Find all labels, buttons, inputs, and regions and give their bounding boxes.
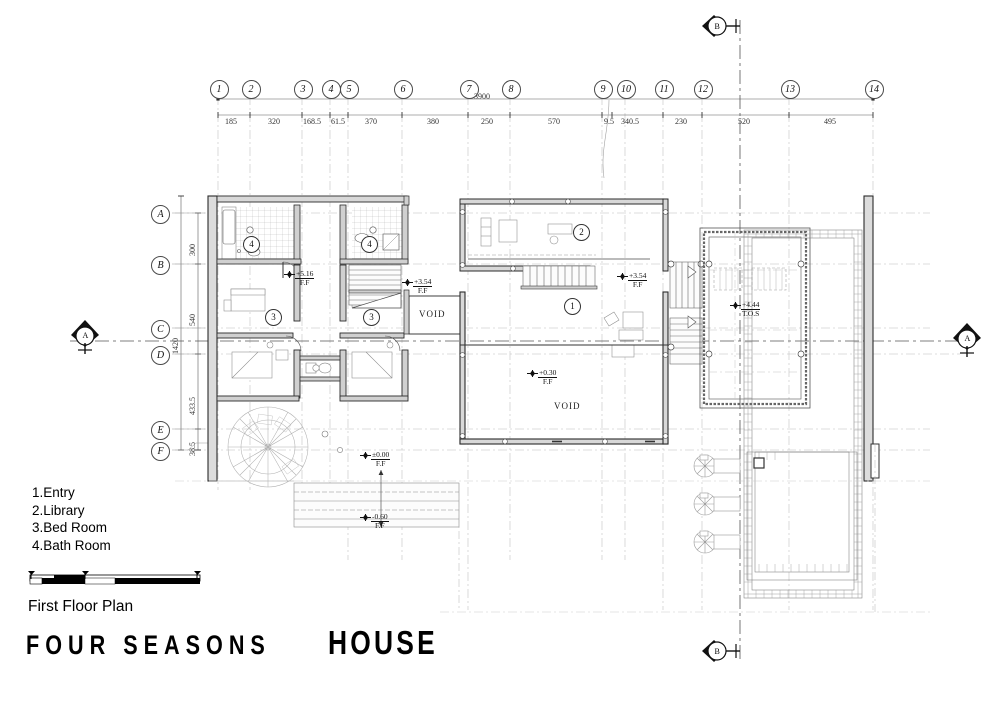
dim-overall-horizontal: 3900 (474, 92, 490, 101)
level-type: F.F (375, 521, 385, 530)
section-marker-b-top[interactable]: B (700, 12, 744, 42)
dim-text: 300 (188, 244, 197, 256)
grid-bubble-col[interactable]: 9 (593, 80, 613, 99)
legend: 1.Entry 2.Library 3.Bed Room 4.Bath Room (32, 484, 111, 554)
legend-item: 1.Entry (32, 485, 75, 500)
level-type: F.F (375, 459, 386, 468)
grid-bubble-row[interactable]: D (151, 346, 170, 365)
section-arrow-icon (953, 323, 981, 357)
level-type: F.F (417, 286, 428, 295)
dim-text: 320 (268, 117, 280, 126)
level-symbol-icon (527, 370, 538, 377)
legend-item: 3.Bed Room (32, 520, 108, 535)
dim-text: 250 (481, 117, 493, 126)
section-marker-b-bottom[interactable]: B (700, 637, 744, 667)
dim-text: 168.5 (303, 117, 321, 126)
grid-bubble-col[interactable]: 6 (393, 80, 413, 99)
level-value: ±0.00 (371, 450, 391, 460)
dim-overall-vertical: 1420 (171, 338, 180, 354)
project-title-part2: HOUSE (328, 624, 438, 661)
section-marker-a-left[interactable]: A (68, 310, 102, 354)
level-type: F.F (299, 278, 310, 287)
grid-bubble-col[interactable]: 8 (501, 80, 521, 99)
legend-item: 4.Bath Room (32, 537, 111, 553)
level-symbol-icon (284, 271, 295, 278)
section-letter: A (82, 331, 89, 340)
level-value: +0.30 (538, 368, 558, 378)
level-symbol-icon (617, 273, 628, 280)
level-value: +5.16 (295, 269, 315, 279)
level-type: F.F (542, 377, 553, 386)
plan-title: First Floor Plan (28, 598, 134, 615)
dim-text: 340.5 (621, 117, 639, 126)
dim-text: 9.5 (604, 117, 614, 126)
grid-bubble-row[interactable]: C (151, 320, 170, 339)
dim-text: 433.5 (188, 397, 197, 415)
dim-text: 570 (548, 117, 560, 126)
room-tag-bath[interactable]: 4 (243, 236, 260, 253)
room-tag-bath[interactable]: 4 (361, 236, 378, 253)
dim-text: 540 (188, 314, 197, 326)
dim-text: 38.5 (188, 442, 197, 456)
level-symbol-icon (402, 279, 413, 286)
grid-bubble-col[interactable]: 11 (654, 80, 674, 99)
grid-bubble-row[interactable]: F (151, 442, 170, 461)
level-value: +3.54 (413, 277, 433, 287)
dim-text: 61.5 (331, 117, 345, 126)
grid-bubble-col[interactable]: 12 (693, 80, 713, 99)
project-title: FOUR SEASONS HOUSE (26, 624, 465, 661)
section-arrow-icon (702, 640, 740, 662)
section-arrow-icon (702, 15, 740, 37)
legend-item: 2.Library (32, 502, 85, 518)
dim-text: 380 (427, 117, 439, 126)
section-letter: A (964, 334, 971, 343)
dim-text: 520 (738, 117, 750, 126)
room-tag-bedroom[interactable]: 3 (265, 309, 282, 326)
void-label: VOID (554, 401, 581, 411)
grid-bubble-col[interactable]: 3 (293, 80, 313, 99)
room-tag-entry[interactable]: 1 (564, 298, 581, 315)
level-value: +3.54 (628, 271, 648, 281)
level-symbol-icon (730, 302, 741, 309)
grid-bubble-row[interactable]: E (151, 421, 170, 440)
grid-bubble-col[interactable]: 7 (459, 80, 479, 99)
level-symbol-icon (360, 452, 371, 459)
room-tag-library[interactable]: 2 (573, 224, 590, 241)
grid-bubble-row[interactable]: B (151, 256, 170, 275)
grid-bubble-col[interactable]: 10 (616, 80, 636, 99)
dim-text: 230 (675, 117, 687, 126)
void-label: VOID (419, 309, 446, 319)
section-arrow-icon (71, 320, 99, 354)
grid-bubble-row[interactable]: A (151, 205, 170, 224)
dim-text: 185 (225, 117, 237, 126)
dim-text: 370 (365, 117, 377, 126)
scale-bar (28, 571, 201, 585)
level-symbol-icon (360, 514, 371, 521)
section-marker-a-right[interactable]: A (950, 313, 984, 357)
grid-bubble-col[interactable]: 2 (241, 80, 261, 99)
level-value: -0.60 (371, 512, 389, 522)
grid-bubble-col[interactable]: 14 (864, 80, 884, 99)
grid-bubble-col[interactable]: 4 (321, 80, 341, 99)
section-letter: B (714, 647, 720, 656)
grid-bubble-col[interactable]: 13 (780, 80, 800, 99)
level-type: F.F (632, 280, 643, 289)
grid-bubble-col[interactable]: 1 (209, 80, 229, 99)
section-letter: B (714, 22, 720, 31)
level-value: +4.44 (741, 300, 761, 310)
room-tag-bedroom[interactable]: 3 (363, 309, 380, 326)
level-type: T.O.S (741, 309, 760, 318)
dim-text: 495 (824, 117, 836, 126)
project-title-part1: FOUR SEASONS (26, 630, 271, 660)
grid-bubble-col[interactable]: 5 (339, 80, 359, 99)
